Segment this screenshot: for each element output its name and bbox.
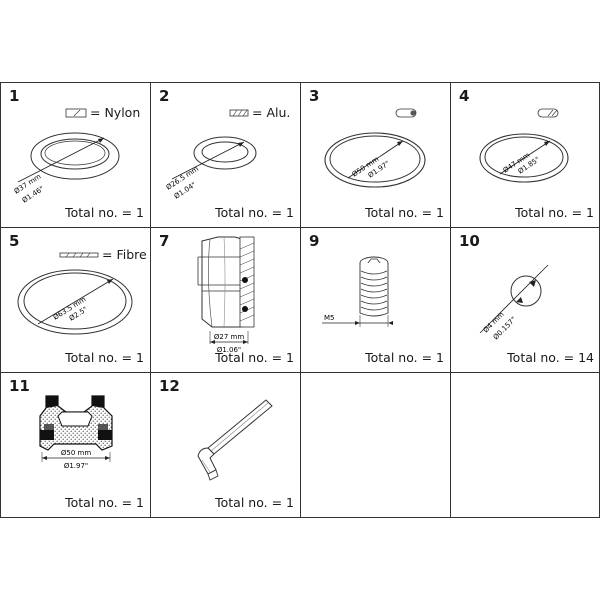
grid-line — [450, 82, 451, 518]
empty-cell — [300, 372, 450, 517]
part-number: 1 — [9, 87, 20, 105]
total-count: Total no. = 1 — [515, 205, 594, 220]
total-count: Total no. = 1 — [215, 350, 294, 365]
part-cell-5: 5 Ø63.5 mm Ø2.5" = Fibre Total no. = 1 — [0, 227, 150, 372]
o-ring-inner-edge — [329, 135, 421, 183]
dimension-imperial: Ø1.97" — [64, 462, 88, 470]
washer-outer-edge — [17, 269, 133, 335]
diameter-line — [347, 140, 404, 179]
part-number: 10 — [459, 232, 480, 250]
o-ring-drawing: Ø47 mm Ø1.85" — [479, 108, 569, 183]
material-label: = Fibre — [102, 247, 147, 262]
alu-washer-drawing: Ø26.5 mm Ø1.04" — [165, 109, 257, 201]
total-count: Total no. = 1 — [215, 205, 294, 220]
part-cell-11: 11 Ø50 mm Ø1.97" T — [0, 372, 150, 517]
part-cell-3: 3 Ø50 mm Ø1.97" Total no. = 1 — [300, 82, 450, 227]
part-number: 9 — [309, 232, 320, 250]
grid-line — [150, 82, 151, 518]
washer-outer-edge — [30, 132, 120, 180]
part-cell-7: 7 Ø27 mm — [150, 227, 300, 372]
total-count: Total no. = 1 — [65, 350, 144, 365]
material-label: = Alu. — [252, 105, 291, 120]
part-number: 4 — [459, 87, 470, 105]
dimension-metric: Ø27 mm — [214, 333, 244, 341]
nylon-material-icon — [65, 108, 87, 118]
fibre-washer-drawing: Ø63.5 mm Ø2.5" — [17, 252, 133, 335]
total-count: Total no. = 1 — [365, 205, 444, 220]
ball-outline — [510, 275, 542, 307]
grid-line — [300, 82, 301, 518]
diameter-line — [171, 141, 245, 180]
washer-inner-edge — [201, 141, 249, 163]
seal-cross-section-drawing: Ø50 mm Ø1.97" — [39, 395, 113, 470]
diameter-line — [17, 137, 105, 183]
diameter-line — [499, 140, 551, 175]
part-number: 12 — [159, 377, 180, 395]
total-count: Total no. = 1 — [65, 495, 144, 510]
grid-line — [0, 82, 1, 518]
washer-inner-edge — [23, 272, 127, 330]
o-ring-drawing: Ø50 mm Ø1.97" — [324, 108, 426, 188]
key-short-arm — [197, 447, 217, 475]
thread-size: M5 — [324, 314, 335, 322]
o-ring-outer-edge — [479, 133, 569, 183]
steel-ball-drawing: Ø4 mm Ø0.157" — [479, 264, 549, 341]
total-count: Total no. = 1 — [365, 350, 444, 365]
o-ring-outer-edge — [324, 132, 426, 188]
washer-inner-edge — [40, 138, 110, 170]
material-label: = Nylon — [90, 105, 141, 120]
alu-material-icon — [229, 109, 249, 117]
dimension-imperial: Ø1.06" — [217, 346, 241, 354]
diameter-line — [37, 278, 114, 325]
total-count: Total no. = 1 — [215, 495, 294, 510]
part-number: 3 — [309, 87, 320, 105]
empty-cell — [450, 372, 600, 517]
o-ring-section-icon — [395, 108, 417, 118]
part-number: 7 — [159, 232, 170, 250]
part-number: 11 — [9, 377, 30, 395]
diameter-line — [479, 264, 549, 334]
part-cell-1: 1 Ø37 mm Ø1.46" = Nylon Total no. = 1 — [0, 82, 150, 227]
parts-grid: 1 Ø37 mm Ø1.46" = Nylon Total no. = 1 2 — [0, 82, 600, 518]
part-cell-12: 12 Total no. = 1 — [150, 372, 300, 517]
allen-key-drawing — [197, 399, 273, 481]
part-number: 5 — [9, 232, 20, 250]
o-ring-dot — [242, 277, 248, 283]
o-ring-inner-edge — [484, 136, 564, 178]
gland-housing-drawing: Ø27 mm Ø1.06" — [197, 236, 255, 354]
nylon-washer-drawing: Ø37 mm Ø1.46" — [13, 108, 120, 205]
part-cell-2: 2 Ø26.5 mm Ø1.04" = Alu. Total no. = 1 — [150, 82, 300, 227]
part-cell-9: 9 M5 Total no. = 1 — [300, 227, 450, 372]
part-cell-10: 10 Ø4 mm Ø0.157" Total no. = 14 — [450, 227, 600, 372]
set-screw-drawing: M5 — [322, 256, 393, 327]
total-count: Total no. = 14 — [507, 350, 594, 365]
part-cell-4: 4 Ø47 mm Ø1.85" Total no. = 1 — [450, 82, 600, 227]
washer-outer-edge — [193, 136, 257, 170]
part-number: 2 — [159, 87, 170, 105]
o-ring-dot — [242, 306, 248, 312]
dimension-metric: Ø50 mm — [61, 449, 91, 457]
fibre-material-icon — [59, 252, 99, 258]
total-count: Total no. = 1 — [65, 205, 144, 220]
